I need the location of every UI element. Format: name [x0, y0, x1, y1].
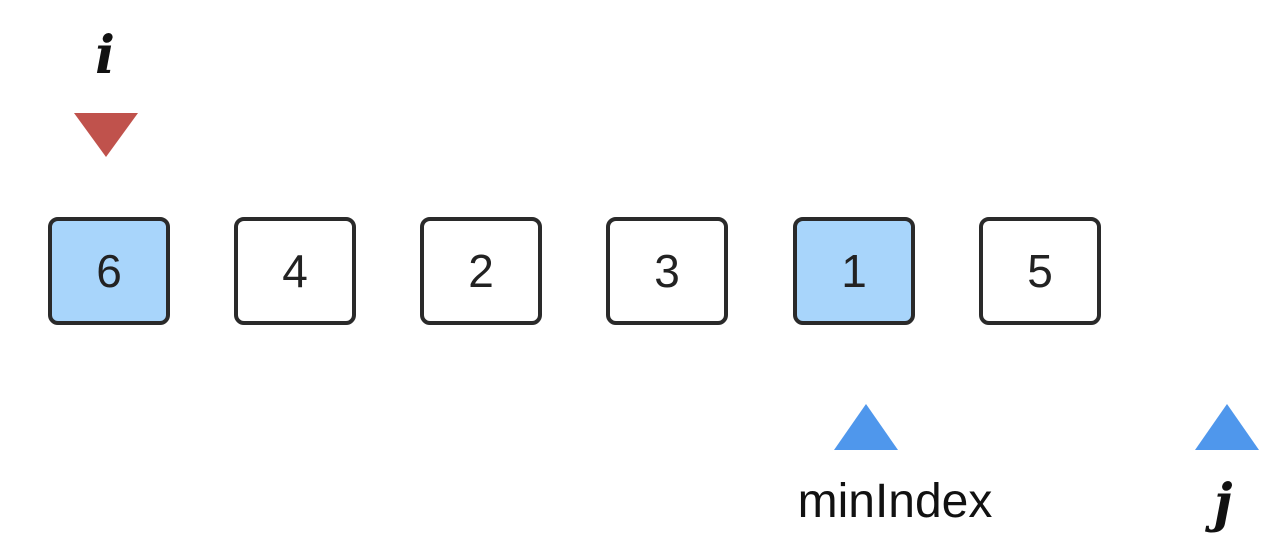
- array-cell-5: 5: [979, 217, 1101, 325]
- array-cell-3: 3: [606, 217, 728, 325]
- array-cell-0: 6: [48, 217, 170, 325]
- pointer-j-label: j: [1213, 473, 1233, 534]
- pointer-i-label: i: [95, 25, 115, 86]
- pointer-j-up-triangle-icon: [1195, 404, 1259, 450]
- pointer-minindex-up-triangle-icon: [834, 404, 898, 450]
- array-cell-4: 1: [793, 217, 915, 325]
- array-cell-2: 2: [420, 217, 542, 325]
- array-cell-1: 4: [234, 217, 356, 325]
- pointer-i-down-triangle-icon: [74, 113, 138, 157]
- pointer-minindex-label: minIndex: [797, 475, 993, 528]
